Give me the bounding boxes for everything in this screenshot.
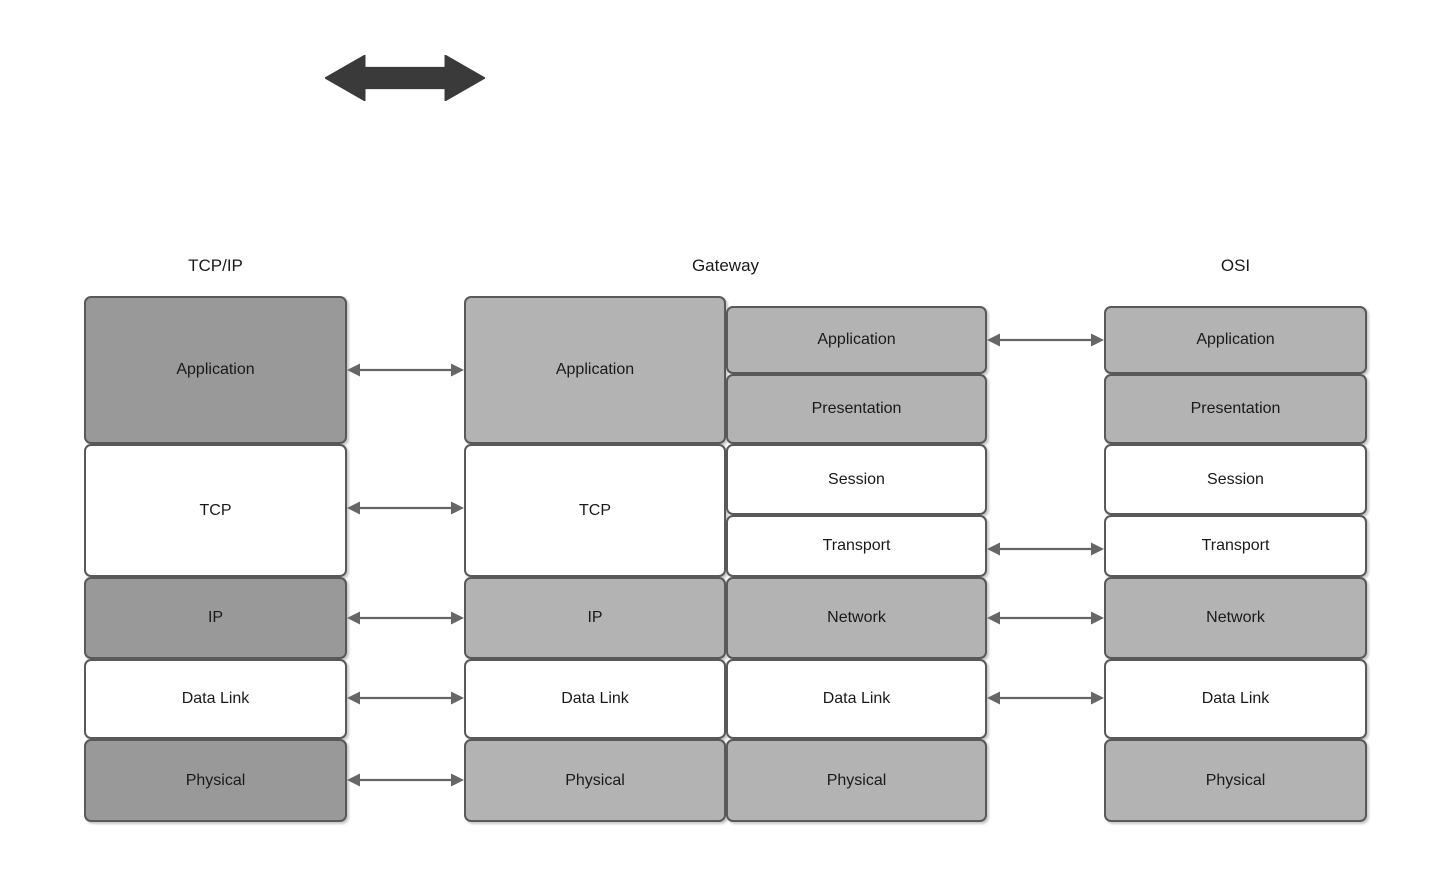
connector-gateway-osi-network (987, 609, 1104, 627)
column-header-gateway: Gateway (691, 256, 760, 275)
layer-box-osi-transport[interactable]: Transport (1104, 515, 1367, 577)
connector-tcpip-gateway-ip (347, 609, 464, 627)
layer-box-gateway-right-network[interactable]: Network (726, 577, 987, 659)
connector-tcpip-gateway-tcp (347, 499, 464, 517)
layer-box-gateway-left-data-link[interactable]: Data Link (464, 659, 726, 739)
layer-box-tcpip-data-link[interactable]: Data Link (84, 659, 347, 739)
connector-tcpip-gateway-application (347, 361, 464, 379)
layer-box-osi-physical[interactable]: Physical (1104, 739, 1367, 822)
connector-gateway-osi-datalink (987, 689, 1104, 707)
layer-box-gateway-left-application[interactable]: Application (464, 296, 726, 444)
layer-box-gateway-right-physical[interactable]: Physical (726, 739, 987, 822)
layer-box-tcpip-physical[interactable]: Physical (84, 739, 347, 822)
connector-gateway-osi-transport (987, 540, 1104, 558)
layer-box-osi-presentation[interactable]: Presentation (1104, 374, 1367, 444)
layer-box-gateway-left-tcp[interactable]: TCP (464, 444, 726, 577)
layer-box-gateway-left-ip[interactable]: IP (464, 577, 726, 659)
column-header-osi: OSI (1220, 256, 1251, 275)
bidirectional-arrow (325, 55, 485, 101)
connector-gateway-osi-application (987, 331, 1104, 349)
connector-tcpip-gateway-datalink (347, 689, 464, 707)
layer-box-gateway-right-presentation[interactable]: Presentation (726, 374, 987, 444)
layer-box-gateway-right-session[interactable]: Session (726, 444, 987, 515)
layer-box-osi-application[interactable]: Application (1104, 306, 1367, 374)
layer-box-osi-network[interactable]: Network (1104, 577, 1367, 659)
layer-box-gateway-left-physical[interactable]: Physical (464, 739, 726, 822)
column-header-tcpip: TCP/IP (188, 256, 243, 275)
layer-box-tcpip-ip[interactable]: IP (84, 577, 347, 659)
layer-box-gateway-right-data-link[interactable]: Data Link (726, 659, 987, 739)
layer-box-tcpip-tcp[interactable]: TCP (84, 444, 347, 577)
layer-box-gateway-right-application[interactable]: Application (726, 306, 987, 374)
layer-box-tcpip-application[interactable]: Application (84, 296, 347, 444)
layer-box-osi-data-link[interactable]: Data Link (1104, 659, 1367, 739)
layer-box-gateway-right-transport[interactable]: Transport (726, 515, 987, 577)
layer-box-osi-session[interactable]: Session (1104, 444, 1367, 515)
connector-tcpip-gateway-physical (347, 771, 464, 789)
